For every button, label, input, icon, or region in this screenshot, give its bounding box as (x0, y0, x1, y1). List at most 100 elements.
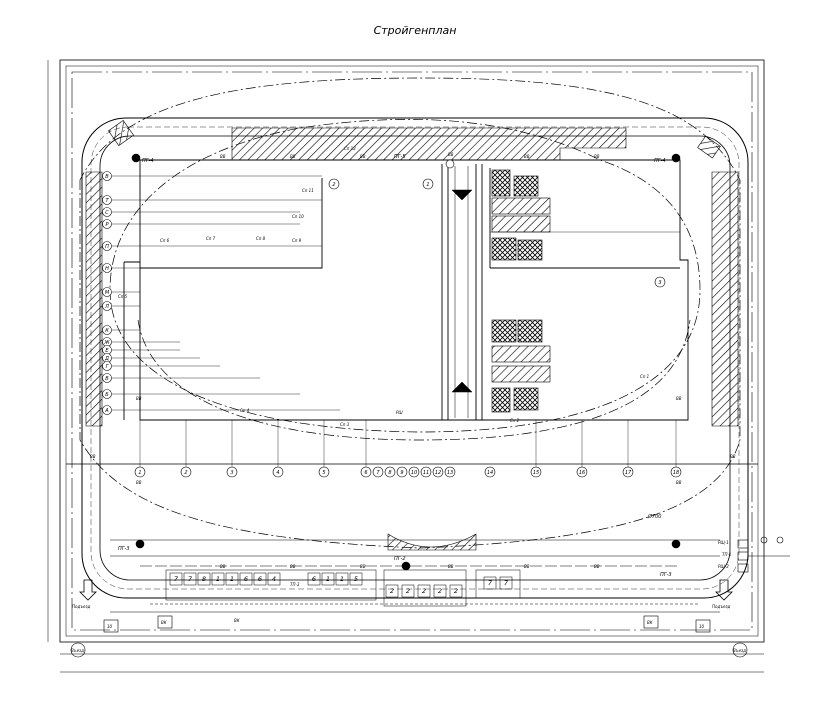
podezd-left-label: Подъезд (72, 604, 91, 609)
storage-number-18: 7 (504, 579, 509, 587)
storage-cell-7: 4 (267, 572, 281, 586)
storage-cell-16: 2 (449, 584, 463, 598)
crane-rail (451, 166, 473, 418)
crane-label-7: Сп 5 (118, 294, 128, 299)
storage-number-9: 1 (326, 575, 330, 583)
storage-cell-9: 1 (321, 572, 335, 586)
line-code-4: ВВ (524, 154, 530, 159)
vk-right-label: ВК (647, 620, 653, 625)
building-outline (123, 159, 689, 421)
row-axis-2: С (102, 207, 112, 217)
storage-number-5: 6 (244, 575, 248, 583)
storage-number-10: 1 (340, 575, 344, 583)
row-axis-7-text: Л (104, 304, 109, 310)
vk-box-left: ВК (157, 615, 173, 629)
row-axis-6-text: М (105, 290, 110, 296)
entry-left-marker: Въезд (70, 642, 86, 658)
column-axis-2-text: 3 (230, 470, 233, 476)
column-axis-8: 9 (396, 466, 408, 478)
row-axis-4-text: П (105, 244, 109, 250)
building-markers: 123 (328, 178, 666, 288)
row-axis-10: Е (102, 345, 112, 355)
column-axis-1-text: 2 (184, 470, 187, 476)
rsh-label: РШ (396, 410, 403, 415)
column-grid-lines (66, 420, 758, 472)
column-axis-13-text: 14 (487, 470, 493, 476)
row-axis-4: П (102, 241, 112, 251)
row-axis-15-text: А (104, 408, 109, 414)
row-axis-14-text: Б (105, 392, 109, 398)
building-marker-0-text: 1 (426, 182, 429, 188)
storage-cell-11: 5 (349, 572, 363, 586)
storage-number-0: 7 (174, 575, 179, 583)
column-axis-16: 17 (622, 466, 634, 478)
column-axis-4-text: 5 (322, 470, 325, 476)
pt3-left-label: ПГ-3 (118, 546, 130, 552)
row-axis-8-text: К (105, 328, 109, 334)
storage-number-13: 2 (406, 587, 410, 595)
tp1-label: ТП-1 (722, 552, 731, 557)
row-axis-13: В (102, 373, 112, 383)
d700-label: Ø700 (647, 513, 661, 520)
crane-label-6: Сп 6 (160, 238, 170, 243)
column-axis-14-text: 15 (533, 470, 539, 476)
row-axis-8: К (102, 325, 112, 335)
vk-box-right: ВК (643, 615, 659, 629)
crane-label-1: Сп 11 (302, 188, 314, 193)
column-axis-0: 1 (134, 466, 146, 478)
column-axis-5-text: 6 (364, 470, 367, 476)
storage-cell-13: 2 (401, 584, 415, 598)
line-code-16: ВВ (90, 454, 96, 459)
crane-label-8: Сп 4 (240, 408, 250, 413)
storage-cell-15: 2 (433, 584, 447, 598)
building-marker-1-text: 2 (332, 182, 335, 188)
row-axis-10-text: Е (105, 348, 109, 354)
column-axis-2: 3 (226, 466, 238, 478)
line-code-8: ВВ (360, 564, 366, 569)
column-axis-6: 7 (372, 466, 384, 478)
column-axis-11: 12 (432, 466, 444, 478)
column-axis-14: 15 (530, 466, 542, 478)
page-title: Стройгенплан (373, 24, 457, 37)
crane-label-4: Сп 8 (256, 236, 266, 241)
column-axis-4: 5 (318, 466, 330, 478)
pt2-label: ПГ-2 (394, 556, 406, 562)
storage-number-12: 2 (390, 587, 394, 595)
storage-cell-5: 6 (239, 572, 253, 586)
column-axis-3-text: 4 (276, 470, 279, 476)
storage-number-8: 6 (312, 575, 316, 583)
storage-number-2: 8 (202, 575, 206, 583)
storage-number-1: 7 (188, 575, 193, 583)
storage-cell-6: 6 (253, 572, 267, 586)
storage-blocks (491, 169, 551, 413)
num10-right-label: 10 (699, 624, 705, 629)
line-code-7: ВВ (290, 564, 296, 569)
row-axis-5: Н (102, 263, 112, 273)
row-axis-14: Б (102, 389, 112, 399)
column-axis-10-text: 11 (423, 470, 429, 476)
line-code-11: ВВ (594, 564, 600, 569)
crane-label-9: Сп 3 (340, 422, 350, 427)
store-tag-label: ТП-3 (290, 582, 300, 587)
row-axis-12: Г (102, 361, 112, 371)
line-code-2: ВВ (360, 154, 366, 159)
vk-left-label: ВК (161, 620, 167, 625)
storage-number-14: 2 (422, 587, 426, 595)
entry-right-marker: Въезд (732, 642, 748, 658)
building-marker-0: 1 (422, 178, 434, 190)
row-axis-5-text: Н (105, 266, 109, 272)
column-axis-3: 4 (272, 466, 284, 478)
entry-left-label: Въезд (71, 648, 84, 653)
column-axis-12-text: 13 (447, 470, 453, 476)
column-axis-10: 11 (420, 466, 432, 478)
pd1-label: РЩ-1 (718, 540, 729, 545)
vk-bottom-label: ВК (234, 618, 240, 623)
storage-cell-1: 7 (183, 572, 197, 586)
storage-number-11: 5 (354, 575, 358, 583)
column-axis-1: 2 (180, 466, 192, 478)
